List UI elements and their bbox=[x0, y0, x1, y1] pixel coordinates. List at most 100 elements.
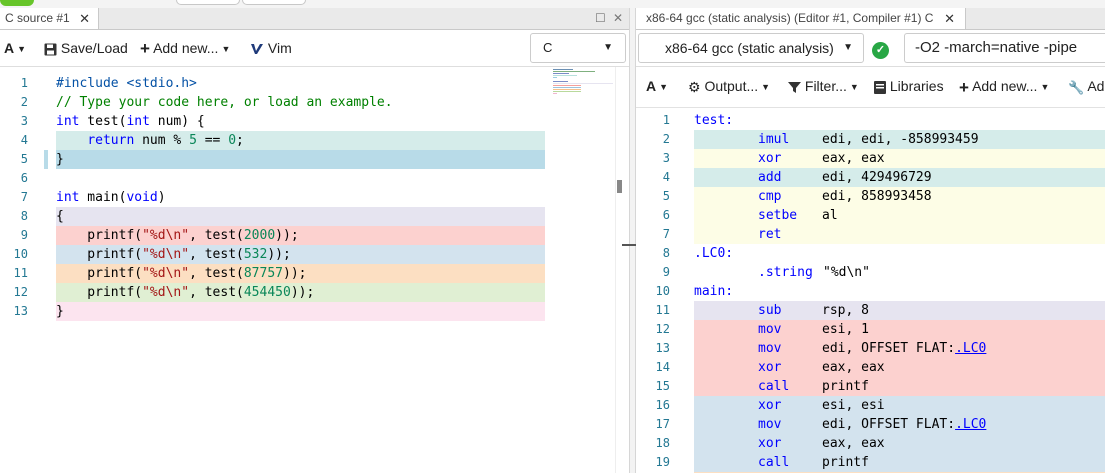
code-token: "%d\n" bbox=[142, 285, 190, 300]
code-token: test( bbox=[79, 114, 127, 129]
caret-down-icon: ▼ bbox=[849, 81, 859, 92]
source-tab[interactable]: C source #1 ✕ bbox=[0, 8, 99, 29]
maximize-icon[interactable]: ☐ bbox=[595, 11, 606, 25]
top-button-1[interactable] bbox=[176, 0, 240, 5]
code-minimap[interactable] bbox=[553, 67, 613, 97]
pane-splitter[interactable] bbox=[622, 8, 636, 473]
scrollbar-thumb[interactable] bbox=[617, 180, 622, 193]
asm-line[interactable]: test: bbox=[694, 111, 1105, 130]
current-line-marker bbox=[44, 150, 48, 169]
app-top-strip bbox=[0, 0, 1105, 8]
code-line[interactable]: printf("%d\n", test(2000)); bbox=[56, 226, 545, 245]
splitter-handle[interactable] bbox=[622, 244, 636, 246]
book-icon bbox=[874, 80, 886, 94]
code-line[interactable]: printf("%d\n", test(532)); bbox=[56, 245, 545, 264]
asm-line-number: 4 bbox=[662, 170, 670, 184]
code-line[interactable] bbox=[56, 169, 545, 188]
asm-opcode: xor bbox=[758, 360, 782, 375]
code-token: edi, 429496729 bbox=[822, 170, 932, 185]
compiler-tab-row: x86-64 gcc (static analysis) (Editor #1,… bbox=[636, 8, 1105, 30]
language-select[interactable]: C ▼ bbox=[530, 33, 626, 63]
close-pane-icon[interactable]: ✕ bbox=[613, 11, 624, 25]
asm-line-highlight bbox=[694, 320, 1105, 339]
code-token: { bbox=[56, 209, 64, 224]
code-token: printf bbox=[822, 379, 869, 394]
asm-line-number: 9 bbox=[662, 265, 670, 279]
font-size-menu[interactable]: A▼ bbox=[4, 30, 26, 66]
vertical-scrollbar[interactable] bbox=[615, 67, 629, 473]
close-tab-icon[interactable]: ✕ bbox=[79, 11, 90, 26]
code-line[interactable]: // Type your code here, or load an examp… bbox=[56, 93, 545, 112]
asm-line[interactable]: .string"%d\n" bbox=[694, 263, 1105, 282]
code-line[interactable]: } bbox=[56, 302, 545, 321]
asm-opcode: call bbox=[758, 455, 790, 470]
code-token: "%d\n" bbox=[142, 266, 190, 281]
close-tab-icon[interactable]: ✕ bbox=[944, 11, 955, 26]
add-new-button[interactable]: + Add new...▼ bbox=[140, 30, 230, 66]
compile-status[interactable]: ✓ bbox=[872, 30, 889, 66]
plus-icon: + bbox=[959, 77, 969, 97]
add-new-button[interactable]: + Add new...▼ bbox=[959, 66, 1049, 107]
code-line[interactable]: int test(int num) { bbox=[56, 112, 545, 131]
asm-line[interactable]: main: bbox=[694, 282, 1105, 301]
filter-menu-button[interactable]: Filter...▼ bbox=[788, 66, 859, 107]
libraries-button[interactable]: Libraries bbox=[874, 66, 944, 107]
assembly-output[interactable]: 1234567891011121314151617181920 test:imu… bbox=[636, 108, 1105, 473]
asm-operands: edi, 429496729 bbox=[822, 168, 932, 187]
add-tool-button[interactable]: 🔧 Ad bbox=[1068, 66, 1104, 107]
asm-label: main: bbox=[694, 284, 734, 299]
add-tool-label: Ad bbox=[1087, 78, 1105, 94]
wrench-icon: 🔧 bbox=[1068, 79, 1085, 95]
code-line[interactable]: return num % 5 == 0; bbox=[56, 131, 545, 150]
line-number: 8 bbox=[20, 209, 28, 223]
compiler-options-input[interactable]: -O2 -march=native -pipe bbox=[904, 33, 1105, 63]
asm-line[interactable]: ret bbox=[694, 225, 1105, 244]
code-token: "%d\n" bbox=[142, 228, 190, 243]
code-line[interactable]: { bbox=[56, 207, 545, 226]
code-line[interactable]: printf("%d\n", test(87757)); bbox=[56, 264, 545, 283]
line-number: 6 bbox=[20, 171, 28, 185]
code-token: edi, edi, -858993459 bbox=[822, 132, 979, 147]
asm-line[interactable]: xor eax, eax bbox=[694, 358, 1105, 377]
output-menu-button[interactable]: ⚙ Output...▼ bbox=[688, 66, 770, 107]
source-editor-pane: C source #1 ✕ ☐ ✕ A▼ Save/Load + Add new… bbox=[0, 8, 629, 473]
compiler-select[interactable]: x86-64 gcc (static analysis) ▼ bbox=[638, 33, 864, 63]
code-line[interactable]: int main(void) bbox=[56, 188, 545, 207]
asm-opcode: mov bbox=[758, 417, 782, 432]
asm-line-highlight bbox=[694, 339, 1105, 358]
app-logo[interactable] bbox=[0, 0, 34, 6]
asm-opcode: mov bbox=[758, 341, 782, 356]
font-size-menu[interactable]: A▼ bbox=[646, 66, 668, 107]
save-load-button[interactable]: Save/Load bbox=[44, 30, 128, 66]
vim-toggle-button[interactable]: Vim bbox=[250, 30, 292, 66]
code-line[interactable]: } bbox=[56, 150, 545, 169]
code-line[interactable]: #include <stdio.h> bbox=[56, 74, 545, 93]
code-token: rsp, 8 bbox=[822, 303, 869, 318]
compiler-tab[interactable]: x86-64 gcc (static analysis) (Editor #1,… bbox=[636, 8, 966, 29]
top-button-2[interactable] bbox=[242, 0, 306, 5]
asm-line[interactable]: .LC0: bbox=[694, 244, 1105, 263]
code-token: )); bbox=[267, 247, 291, 262]
code-line[interactable]: printf("%d\n", test(454450)); bbox=[56, 283, 545, 302]
code-token: eax, eax bbox=[822, 360, 885, 375]
asm-opcode: .string bbox=[758, 265, 813, 280]
code-token: esi, 1 bbox=[822, 322, 869, 337]
add-new-label: Add new... bbox=[972, 78, 1038, 94]
code-token: eax, eax bbox=[822, 436, 885, 451]
font-menu-label: A bbox=[646, 78, 657, 94]
